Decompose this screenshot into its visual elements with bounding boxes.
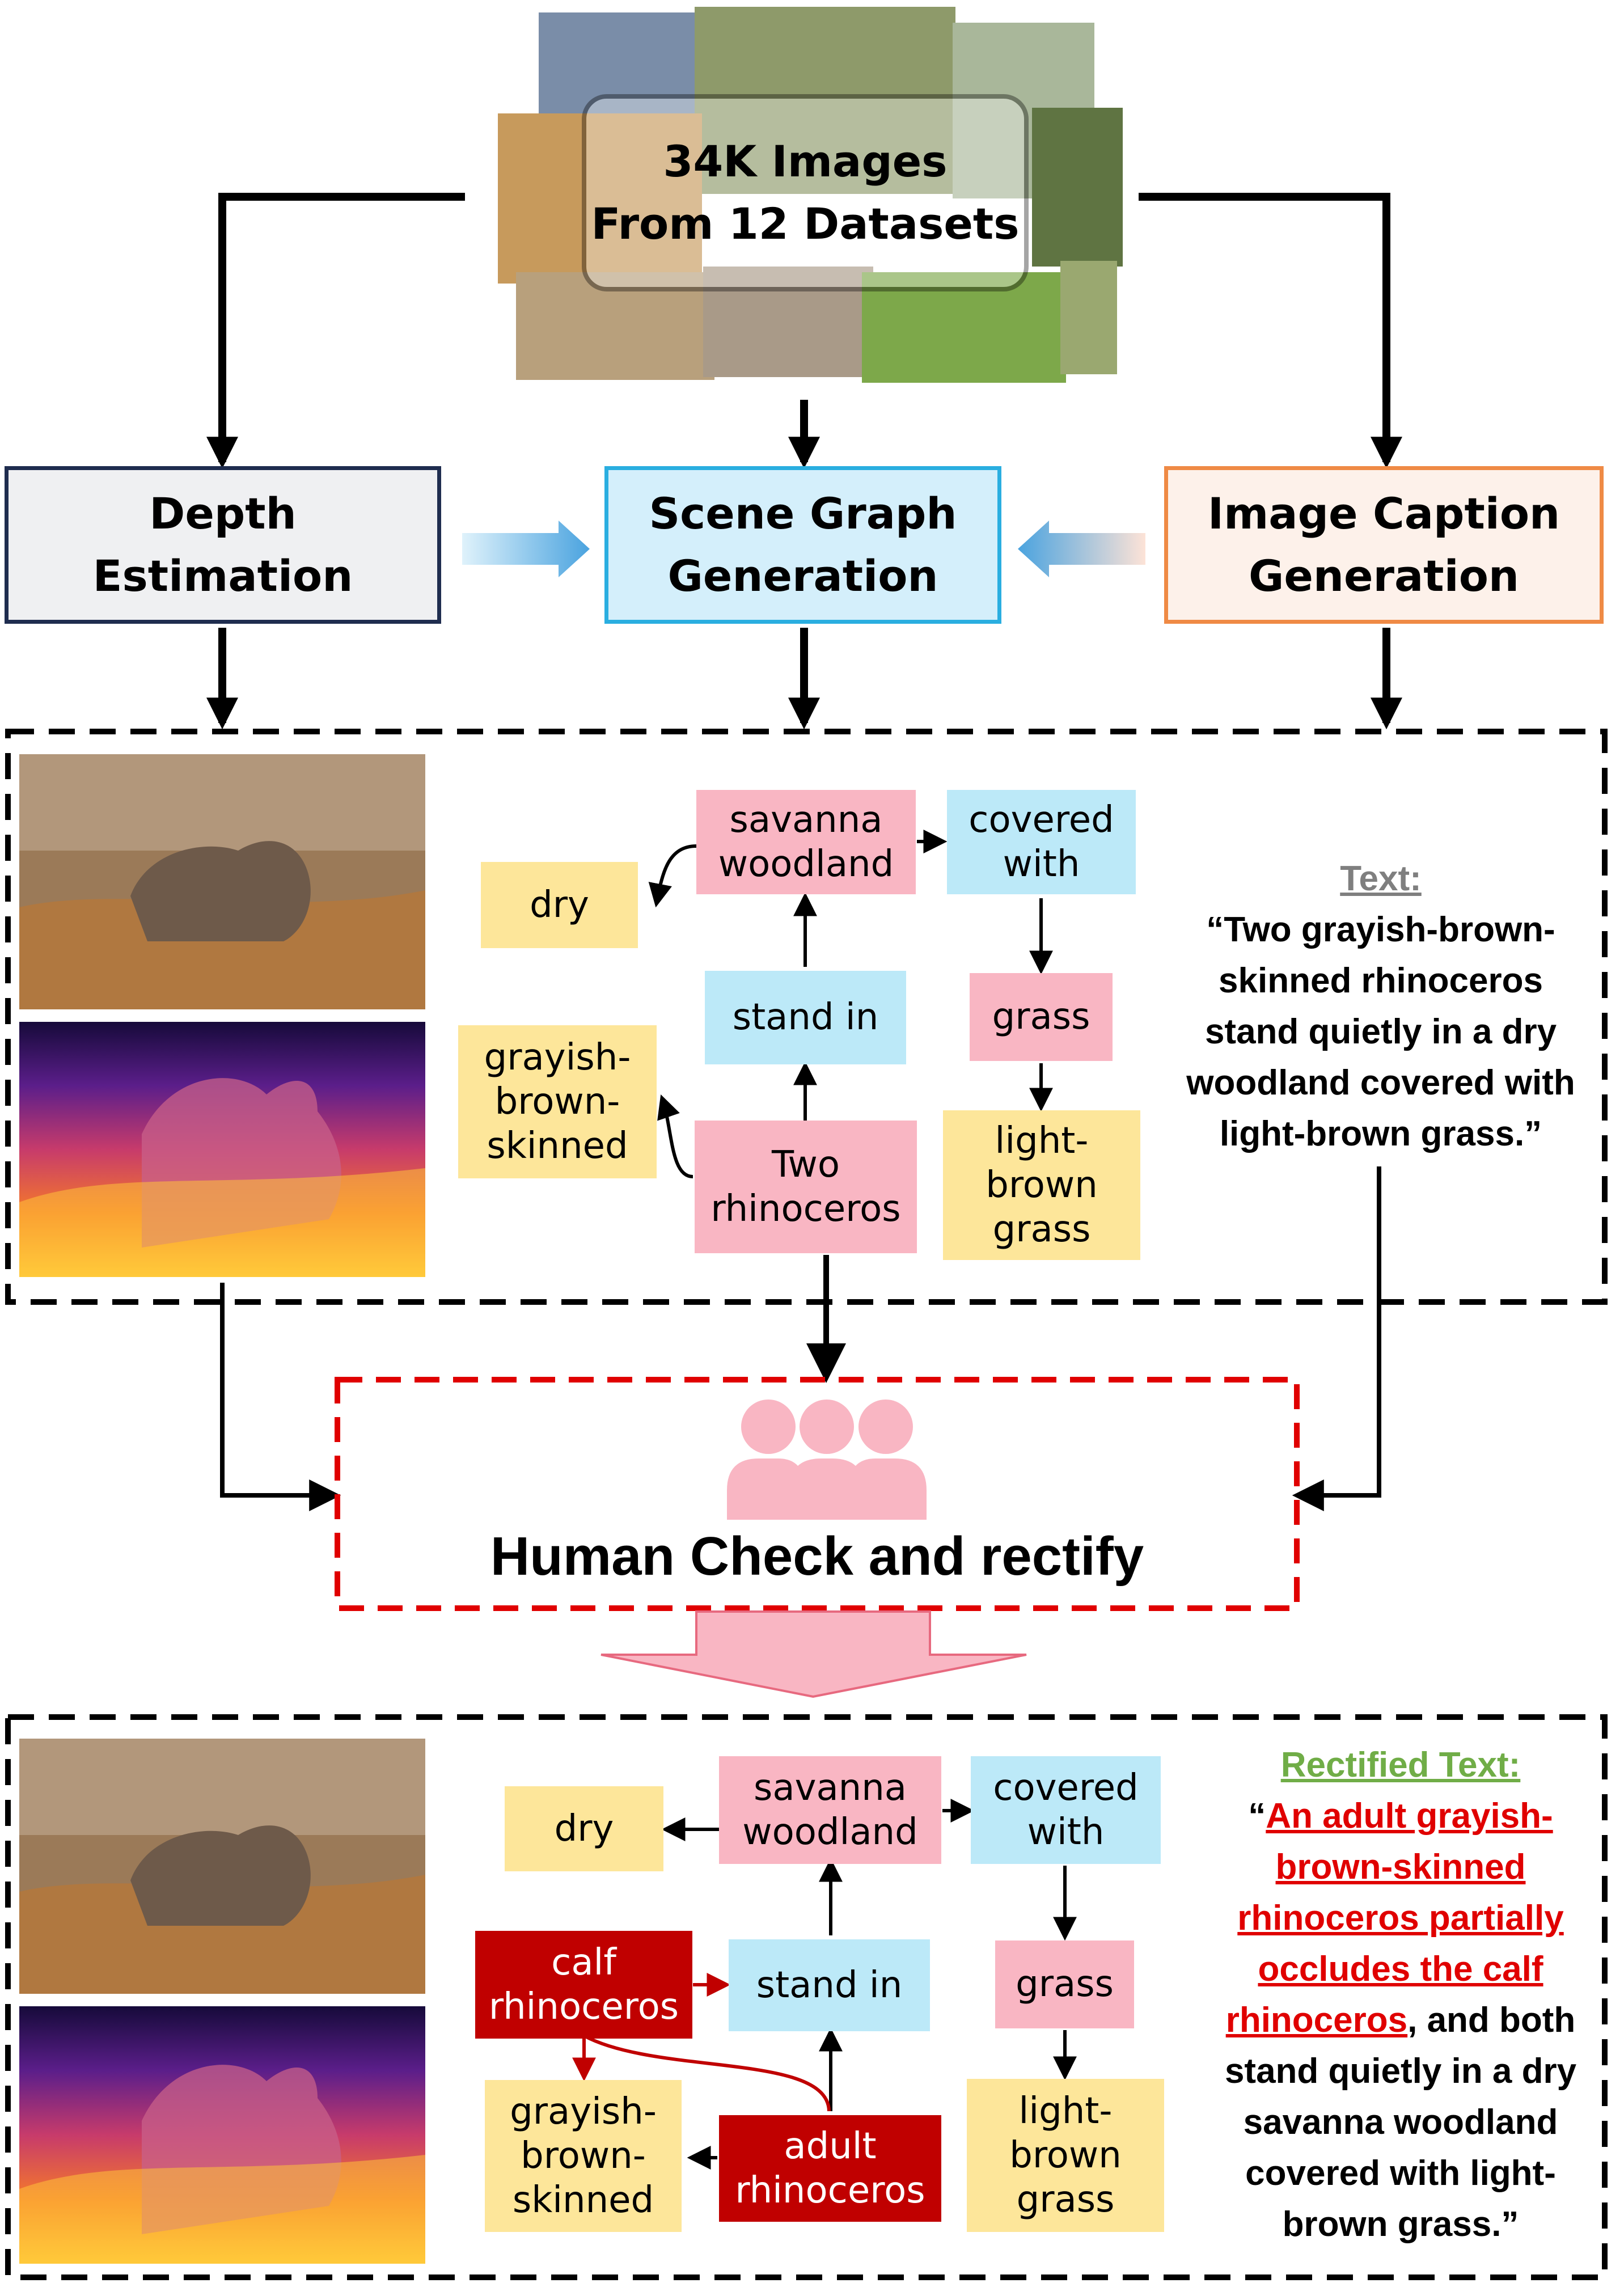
result-box-bottom xyxy=(5,1714,1608,2280)
savanna-photo-top xyxy=(19,754,425,1009)
source-images-label: 34K Images From 12 Datasets xyxy=(591,136,1020,249)
result-box-top xyxy=(5,729,1608,1305)
rectified-line: stand quietly in a dry xyxy=(1224,2052,1577,2091)
graph-node-stand-in-rectified: stand in xyxy=(729,1939,930,2031)
graph-node-covered-with: covered with xyxy=(947,790,1136,894)
rectified-quote: “ xyxy=(1248,1796,1266,1836)
graph-node-dry-rectified: dry xyxy=(505,1786,663,1871)
rectified-line: brown grass.” xyxy=(1282,2205,1519,2244)
arrow-caption-to-scene xyxy=(1018,521,1145,577)
caption-line: woodland covered with xyxy=(1186,1063,1575,1102)
rectified-line: covered with light- xyxy=(1245,2154,1556,2193)
caption-heading: Text: xyxy=(1340,859,1422,898)
image-caption-generation-box: Image Caption Generation xyxy=(1164,466,1604,624)
arrow-source-to-depth xyxy=(206,193,465,469)
rectified-line: , and both xyxy=(1407,2001,1576,2040)
rectified-red-text: brown-skinned xyxy=(1275,1847,1526,1887)
rectified-red-text: rhinoceros partially xyxy=(1237,1899,1564,1938)
graph-node-two-rhinoceros: Two rhinoceros xyxy=(695,1121,917,1253)
caption-line: “Two grayish-brown- xyxy=(1206,910,1555,949)
image-collage xyxy=(498,7,1123,383)
graph-node-grayish-brown-skinned-rectified: grayish- brown- skinned xyxy=(485,2080,682,2232)
arrow-source-to-caption xyxy=(1139,193,1402,469)
caption-line: skinned rhinoceros xyxy=(1219,961,1543,1000)
graph-node-savanna-woodland-rectified: savanna woodland xyxy=(719,1756,941,1864)
depth-estimation-box: Depth Estimation xyxy=(5,466,441,624)
caption-text-block: Text: “Two grayish-brown- skinned rhinoc… xyxy=(1160,853,1602,1160)
graph-node-light-brown-grass-rectified: light- brown grass xyxy=(967,2079,1164,2232)
scene-graph-generation-box: Scene Graph Generation xyxy=(604,466,1001,624)
graph-node-grayish-brown-skinned: grayish- brown- skinned xyxy=(458,1025,657,1178)
graph-node-adult-rhinoceros: adult rhinoceros xyxy=(719,2115,941,2222)
depth-map-bottom xyxy=(19,2006,425,2264)
rectified-line: savanna woodland xyxy=(1243,2103,1558,2142)
graph-node-grass: grass xyxy=(970,973,1113,1061)
rectified-text-block: Rectified Text: “An adult grayish- brown… xyxy=(1191,1740,1610,2250)
graph-node-savanna-woodland: savanna woodland xyxy=(696,790,916,894)
depth-map-top xyxy=(19,1022,425,1277)
rectified-heading: Rectified Text: xyxy=(1280,1745,1521,1785)
human-check-box xyxy=(335,1377,1300,1611)
savanna-photo-bottom xyxy=(19,1739,425,1994)
caption-line: stand quietly in a dry xyxy=(1204,1012,1557,1051)
rectified-red-text: rhinoceros xyxy=(1225,2001,1408,2040)
down-arrow xyxy=(600,1610,1027,1698)
human-check-label: Human Check and rectify xyxy=(490,1526,1144,1587)
graph-node-light-brown-grass: light- brown grass xyxy=(943,1110,1140,1260)
caption-line: light-brown grass.” xyxy=(1219,1114,1542,1153)
people-icon xyxy=(727,1400,927,1520)
graph-node-stand-in: stand in xyxy=(705,971,906,1064)
graph-node-covered-with-rectified: covered with xyxy=(971,1756,1161,1864)
graph-node-grass-rectified: grass xyxy=(995,1940,1134,2028)
arrow-depth-to-scene xyxy=(462,521,590,577)
rectified-red-text: An adult grayish- xyxy=(1266,1796,1553,1836)
rectified-red-text: occludes the calf xyxy=(1258,1950,1543,1989)
graph-node-dry: dry xyxy=(481,862,638,948)
graph-node-calf-rhinoceros: calf rhinoceros xyxy=(475,1931,692,2039)
